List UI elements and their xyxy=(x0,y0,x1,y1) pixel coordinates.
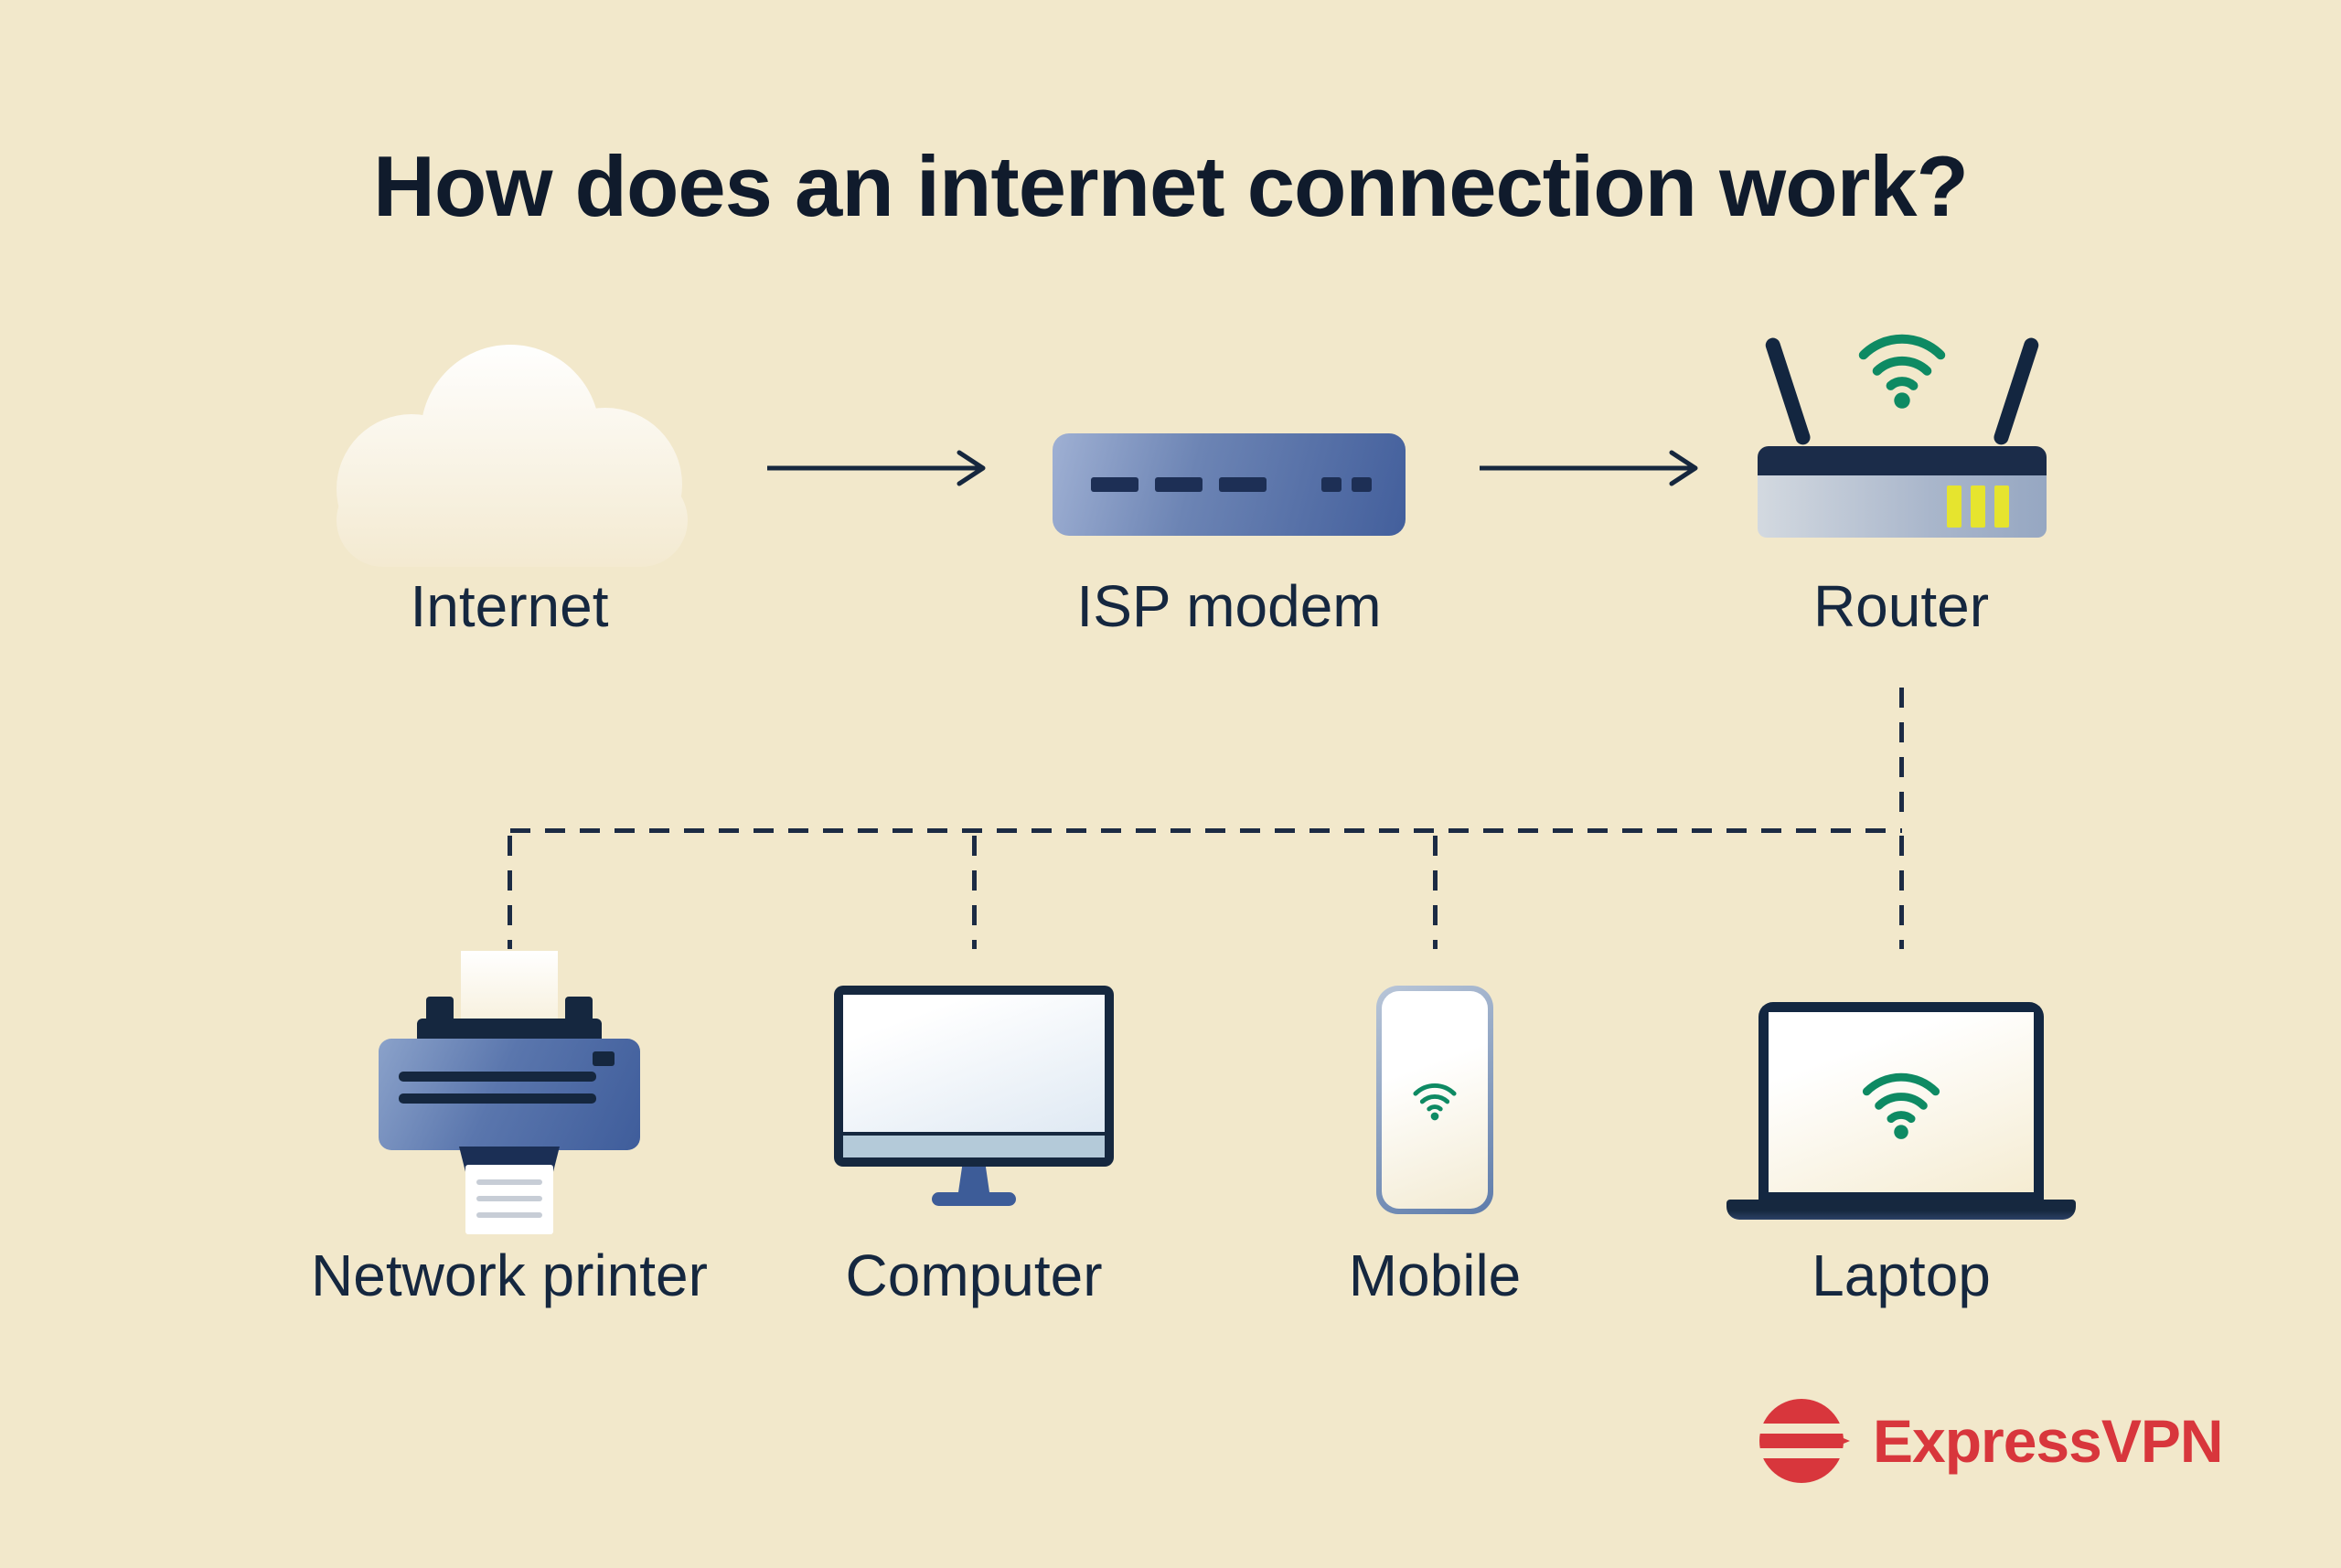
laptop-icon xyxy=(1726,1002,2076,1220)
connector-horizontal xyxy=(510,828,1902,833)
connector-drop-mobile xyxy=(1433,836,1438,949)
modem-dash-light xyxy=(1091,477,1138,492)
monitor-base xyxy=(932,1192,1016,1206)
internet-label: Internet xyxy=(410,573,609,639)
printed-line xyxy=(476,1212,542,1218)
network-printer-icon xyxy=(379,951,640,1236)
printer-paper-input xyxy=(461,951,558,1026)
router-icon xyxy=(1758,325,2047,538)
wifi-icon xyxy=(1858,334,1946,409)
printer-paper-output xyxy=(465,1165,553,1234)
laptop-base xyxy=(1726,1200,2076,1220)
monitor-screen xyxy=(843,995,1105,1132)
printer-body xyxy=(379,1039,640,1150)
laptop-screen-frame xyxy=(1758,1002,2044,1200)
modem-square-light xyxy=(1321,477,1342,492)
arrow-modem-to-router-icon xyxy=(1480,450,1698,486)
router-antenna-left xyxy=(1763,336,1812,447)
wifi-icon xyxy=(1862,1072,1940,1139)
modem-square-light xyxy=(1352,477,1372,492)
computer-icon xyxy=(834,986,1114,1216)
printer-vent xyxy=(399,1072,596,1082)
connector-drop-printer xyxy=(508,836,512,949)
printer-guide-left xyxy=(426,997,454,1022)
router-antenna-right xyxy=(1992,336,2041,447)
modem-dash-light xyxy=(1155,477,1203,492)
router-led xyxy=(1994,485,2009,528)
router-label: Router xyxy=(1812,573,1990,639)
brand-lockup: ExpressVPN xyxy=(1756,1393,2224,1488)
monitor-stand xyxy=(958,1167,989,1192)
router-led xyxy=(1947,485,1962,528)
connector-router-stub xyxy=(1899,688,1904,827)
monitor-frame xyxy=(834,986,1114,1167)
laptop-label: Laptop xyxy=(1812,1243,1991,1308)
mobile-icon xyxy=(1376,986,1493,1214)
cloud-icon xyxy=(337,345,688,567)
printer-label: Network printer xyxy=(311,1243,708,1308)
router-front-panel xyxy=(1758,475,2047,538)
monitor-chin xyxy=(843,1136,1105,1157)
modem-dash-light xyxy=(1219,477,1267,492)
mobile-screen xyxy=(1382,991,1488,1209)
computer-label: Computer xyxy=(845,1243,1103,1308)
printer-button xyxy=(593,1051,615,1066)
router-led xyxy=(1971,485,1985,528)
printer-vent xyxy=(399,1093,596,1104)
mobile-label: Mobile xyxy=(1348,1243,1522,1308)
router-body xyxy=(1758,446,2047,538)
arrow-internet-to-modem-icon xyxy=(767,450,986,486)
connector-drop-computer xyxy=(972,836,977,949)
printed-line xyxy=(476,1179,542,1185)
expressvpn-wordmark: ExpressVPN xyxy=(1873,1407,2224,1475)
printer-guide-right xyxy=(565,997,593,1022)
expressvpn-logo-icon xyxy=(1756,1399,1851,1483)
modem-label: ISP modem xyxy=(1076,573,1382,639)
laptop-screen xyxy=(1769,1012,2034,1192)
isp-modem-icon xyxy=(1053,433,1406,536)
router-top-panel xyxy=(1758,446,2047,475)
connector-drop-laptop xyxy=(1899,836,1904,949)
wifi-icon xyxy=(1413,1083,1457,1121)
page-title: How does an internet connection work? xyxy=(373,138,1969,234)
printed-line xyxy=(476,1196,542,1201)
